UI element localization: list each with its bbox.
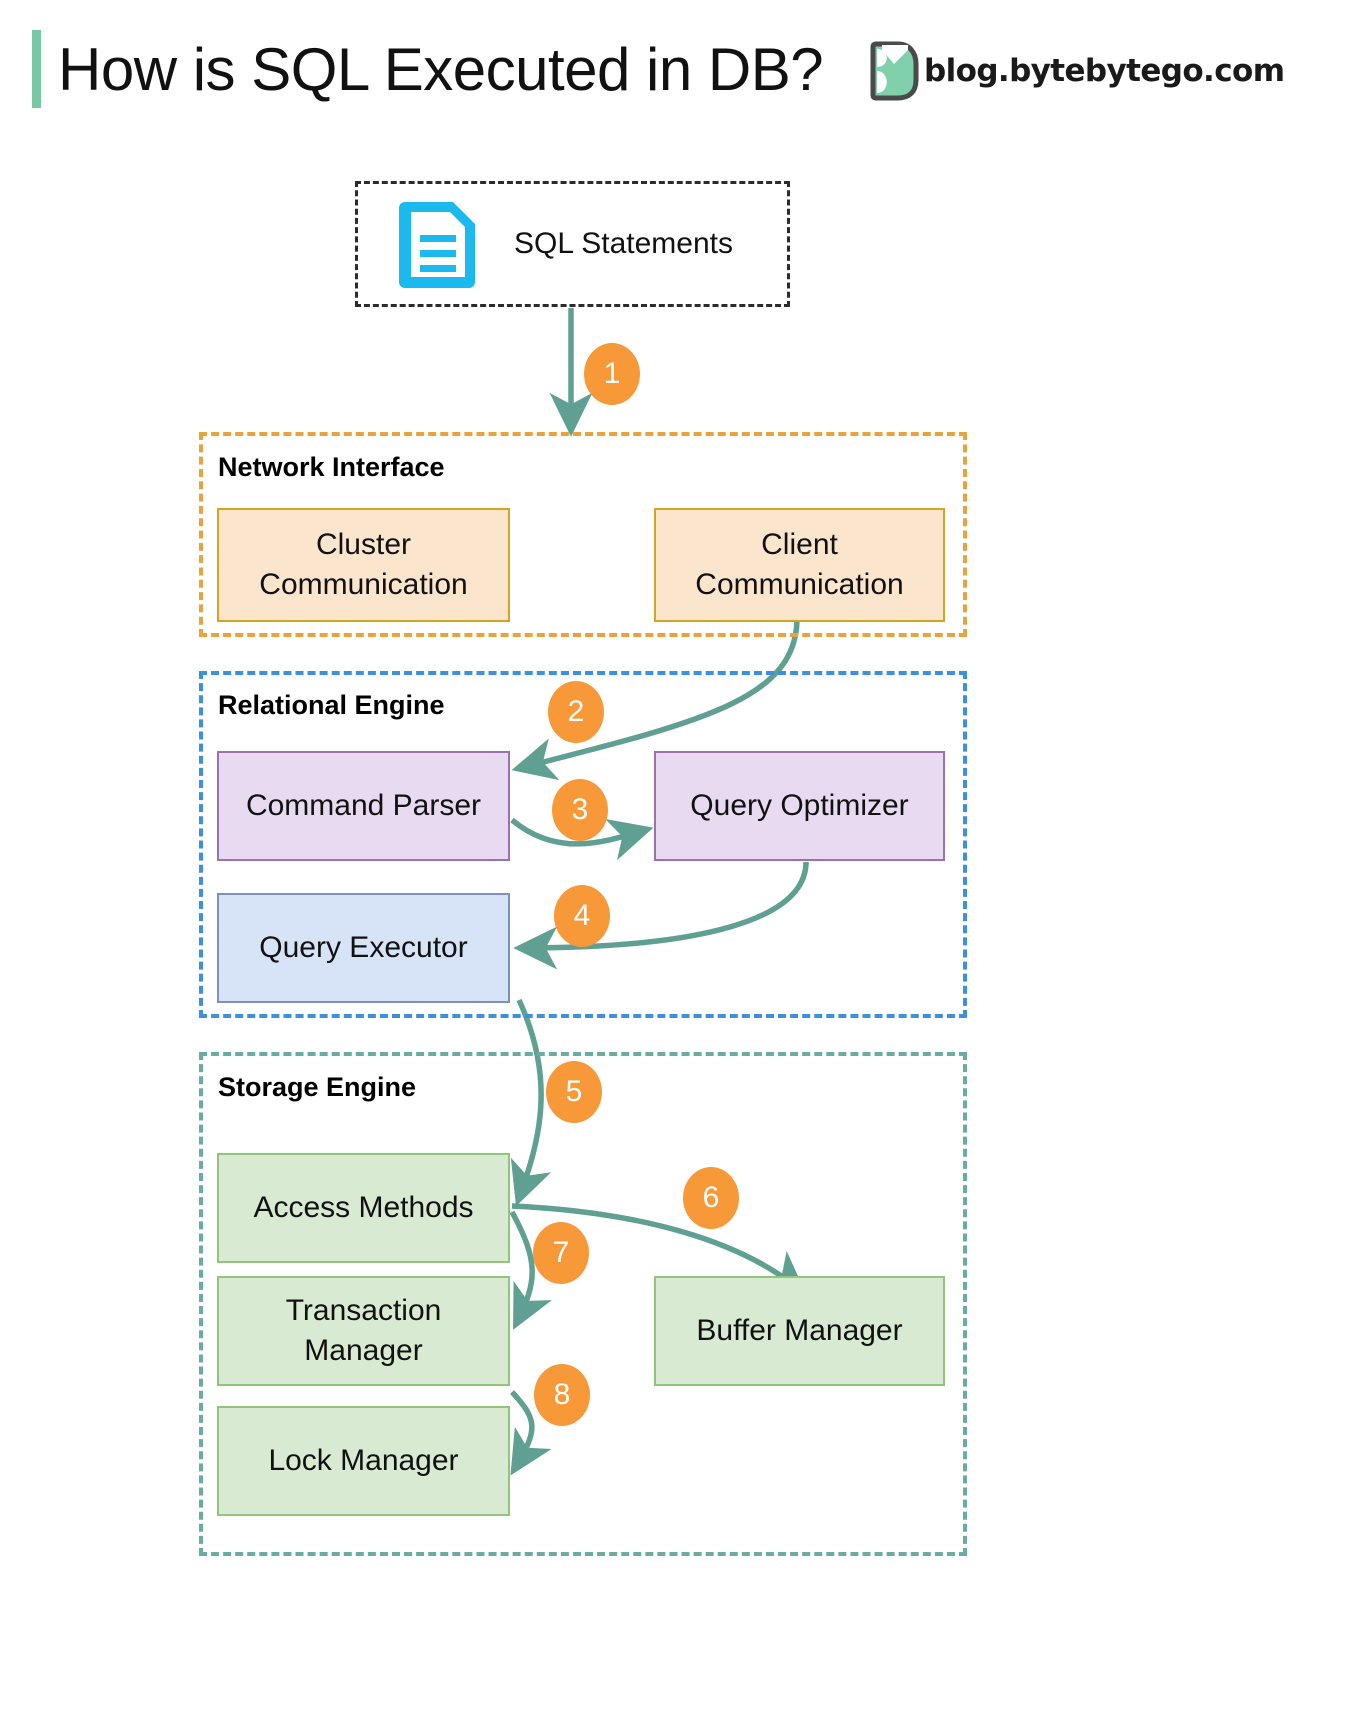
sql-statements-box: SQL Statements: [355, 181, 790, 307]
step-badge-8: 8: [534, 1364, 590, 1426]
node-query-executor[interactable]: Query Executor: [217, 893, 510, 1003]
title-accent-bar: [32, 30, 41, 108]
group-label-relational-engine: Relational Engine: [218, 690, 445, 720]
step-badge-1: 1: [584, 343, 640, 405]
group-network-interface: [199, 432, 967, 637]
node-command-parser[interactable]: Command Parser: [217, 751, 510, 861]
document-icon: [399, 202, 475, 288]
group-relational-engine: [199, 671, 967, 1018]
group-label-network-interface: Network Interface: [218, 452, 445, 482]
step-badge-3: 3: [552, 779, 608, 841]
node-transaction-manager[interactable]: Transaction Manager: [217, 1276, 510, 1386]
node-lock-manager[interactable]: Lock Manager: [217, 1406, 510, 1516]
sql-statements-label: SQL Statements: [514, 227, 733, 260]
node-access-methods[interactable]: Access Methods: [217, 1153, 510, 1263]
group-storage-engine: [199, 1052, 967, 1556]
step-badge-4: 4: [554, 885, 610, 947]
node-cluster-communication[interactable]: Cluster Communication: [217, 508, 510, 622]
page-header: How is SQL Executed in DB? blog.bytebyte…: [0, 0, 1358, 140]
node-buffer-manager[interactable]: Buffer Manager: [654, 1276, 945, 1386]
step-badge-6: 6: [683, 1167, 739, 1229]
bytebytego-logo-icon: [870, 41, 919, 101]
brand-watermark: blog.bytebytego.com: [868, 38, 1285, 104]
brand-text: blog.bytebytego.com: [924, 53, 1285, 89]
step-badge-2: 2: [548, 681, 604, 743]
page-title: How is SQL Executed in DB?: [58, 36, 824, 103]
node-client-communication[interactable]: Client Communication: [654, 508, 945, 622]
group-label-storage-engine: Storage Engine: [218, 1072, 417, 1102]
step-badge-7: 7: [533, 1222, 589, 1284]
node-query-optimizer[interactable]: Query Optimizer: [654, 751, 945, 861]
step-badge-5: 5: [546, 1061, 602, 1123]
